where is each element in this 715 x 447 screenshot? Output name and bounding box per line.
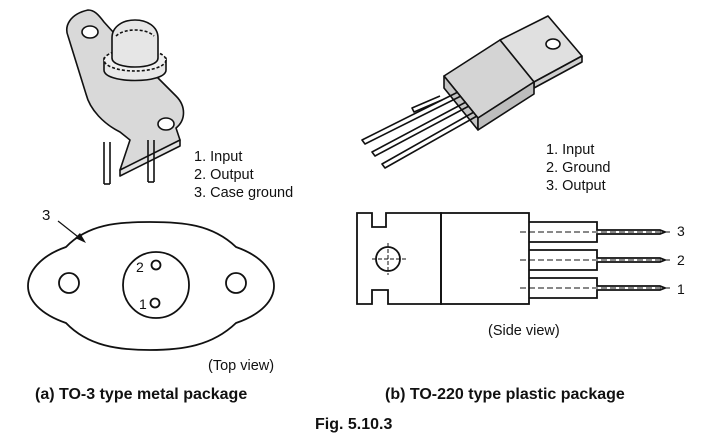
to3-pin-1-label: 1: [139, 296, 147, 312]
to3-mounting-hole-right: [225, 272, 247, 294]
to220-pin-label-1: 1: [677, 281, 685, 297]
to3-pin-hole-2: [150, 259, 162, 271]
figure-caption: Fig. 5.10.3: [315, 416, 393, 433]
to3-pin-item-1: 1. Input: [194, 149, 243, 165]
to3-caption: (a) TO-3 type metal package: [35, 386, 248, 403]
to220-pin-label-3: 3: [677, 223, 685, 239]
to220-body-outline: [440, 212, 530, 305]
to3-flange-outline: [27, 221, 275, 351]
to3-top-view-drawing: [27, 221, 275, 351]
to220-pin-item-2: 2. Ground: [546, 160, 611, 176]
to3-case-circle: [122, 251, 190, 319]
to3-pin-2-label: 2: [136, 259, 144, 275]
to3-view-label: (Top view): [208, 358, 275, 374]
to220-pin-label-2: 2: [677, 252, 685, 268]
to3-isometric-drawing: [66, 9, 185, 185]
to3-callout-number: 3: [42, 207, 50, 224]
to3-pin-item-3: 3. Case ground: [194, 185, 294, 201]
to220-view-label: (Side view): [488, 323, 560, 339]
to220-pin-item-3: 3. Output: [546, 178, 606, 194]
to220-side-view-drawing: [356, 212, 672, 305]
to3-pin-list: 1. Input 2. Output 3. Case ground: [194, 148, 293, 202]
to3-callout-leader: [57, 220, 86, 243]
to220-pin-list: 1. Input 2. Ground 3. Output: [546, 141, 611, 195]
to220-isometric-drawing: [361, 15, 583, 169]
to220-caption: (b) TO-220 type plastic package: [385, 386, 625, 403]
to3-mounting-hole-left: [58, 272, 80, 294]
to3-pin-item-2: 2. Output: [194, 167, 254, 183]
to220-pin-item-1: 1. Input: [546, 142, 595, 158]
to3-pin-hole-1: [149, 297, 161, 309]
